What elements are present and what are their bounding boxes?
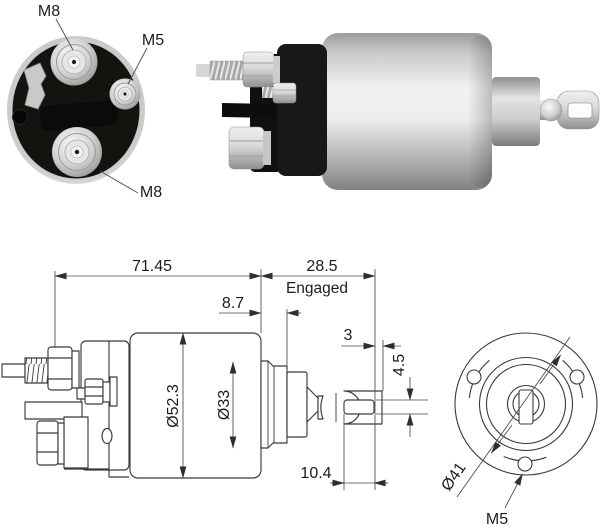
front-view-texts: Ø41 M5 (438, 460, 508, 528)
leader-m5 (127, 47, 148, 85)
front-view-drawing (454, 332, 598, 509)
label-m5: M5 (142, 32, 164, 49)
stud-rod (196, 64, 212, 77)
washer-top (273, 56, 280, 83)
dwg-stud-thread (24, 357, 49, 384)
fv-dim-41-text: Ø41 (438, 460, 469, 495)
fv-ring-2 (485, 363, 567, 445)
leader-m8-bottom (99, 170, 139, 194)
fv-shaft-slot (518, 389, 534, 425)
dimension-texts: 71.45 28.5 Engaged 8.7 3 4.5 Ø52.3 Ø33 1… (132, 258, 408, 482)
stud2-thread (262, 87, 274, 98)
dwg-body (129, 332, 262, 479)
dim-52-3: Ø52.3 (165, 384, 182, 428)
dimension-lines (54, 269, 428, 490)
engaged-note: Engaged (286, 280, 348, 297)
fv-m5-leader (504, 473, 523, 509)
label-m8-bottom: M8 (140, 184, 162, 201)
dim-8-7: 8.7 (222, 295, 244, 312)
dwg-m5-nut (84, 378, 104, 405)
hex-nut-bottom (228, 126, 265, 170)
dwg-hex-nut-top (47, 346, 73, 391)
plunger-ball (539, 98, 563, 122)
side-view-drawing (1, 332, 383, 479)
side-connector (23, 62, 47, 110)
dwg-cone (306, 386, 319, 423)
dwg-hex-nut-bottom-facets (37, 432, 58, 453)
dwg-hex-nut-top-facets (48, 357, 72, 380)
hex-nut-top-facets (243, 62, 274, 77)
dwg-m5-plate (109, 376, 118, 407)
fv-hole-topleft (466, 369, 482, 385)
photo-side-view (196, 33, 600, 190)
dwg-spool (317, 395, 324, 420)
fv-ring-1 (478, 356, 574, 452)
dwg-washer-top (71, 350, 80, 389)
dwg-nose-step (286, 371, 308, 438)
fv-dim-41 (456, 336, 571, 498)
dwg-stud-rod (1, 363, 26, 378)
fv-m5-text: M5 (486, 511, 508, 528)
dwg-washer-bottom (57, 422, 65, 465)
dwg-spade (24, 401, 83, 420)
dwg-clevis-slot (343, 399, 375, 415)
hex-nut-small (272, 82, 297, 104)
dwg-cap-bottom-step (64, 468, 129, 478)
dim-4-5: 4.5 (391, 354, 408, 376)
dwg-m5-rod (76, 387, 86, 400)
dwg-nose-grooves (267, 361, 275, 448)
dim-3: 3 (344, 327, 353, 344)
hex-nut-bottom-facets (229, 140, 264, 157)
hex-nut-top (242, 51, 275, 88)
dim-33: Ø33 (216, 390, 233, 420)
fv-hole-topright (569, 369, 585, 385)
stud-thread (209, 60, 249, 81)
dwg-hex-nut-bottom (36, 420, 59, 466)
spade-terminal (222, 103, 276, 118)
fork-slot (567, 102, 593, 119)
dwg-bottom-base (63, 416, 89, 469)
hex-nut-small-facets (273, 89, 296, 97)
terminal-m5 (109, 78, 141, 110)
dim-10-4: 10.4 (300, 465, 331, 482)
dwg-m5-nut-facets (85, 386, 103, 397)
dwg-m5-washer (102, 381, 111, 403)
fv-outer-circle (454, 332, 598, 476)
washer-bottom (263, 131, 271, 165)
leader-m8-top (55, 18, 74, 51)
cap-black (277, 44, 327, 176)
terminal-m8-bottom (52, 127, 102, 177)
dim-71-45: 71.45 (132, 258, 172, 275)
label-m8-top: M8 (38, 3, 60, 20)
body-shoulder-shade (468, 36, 492, 187)
dim-28-5: 28.5 (306, 258, 337, 275)
nose-cylinder (492, 77, 540, 146)
extension-lines (54, 269, 428, 490)
terminal-m8-top (50, 38, 98, 86)
solenoid-body (322, 33, 492, 190)
small-recess (12, 109, 28, 125)
photo-end-view: M8 M5 M8 (7, 3, 164, 201)
fv-hole-bottom (517, 456, 533, 472)
dwg-rivet (101, 427, 113, 445)
internal-lever (39, 100, 119, 131)
